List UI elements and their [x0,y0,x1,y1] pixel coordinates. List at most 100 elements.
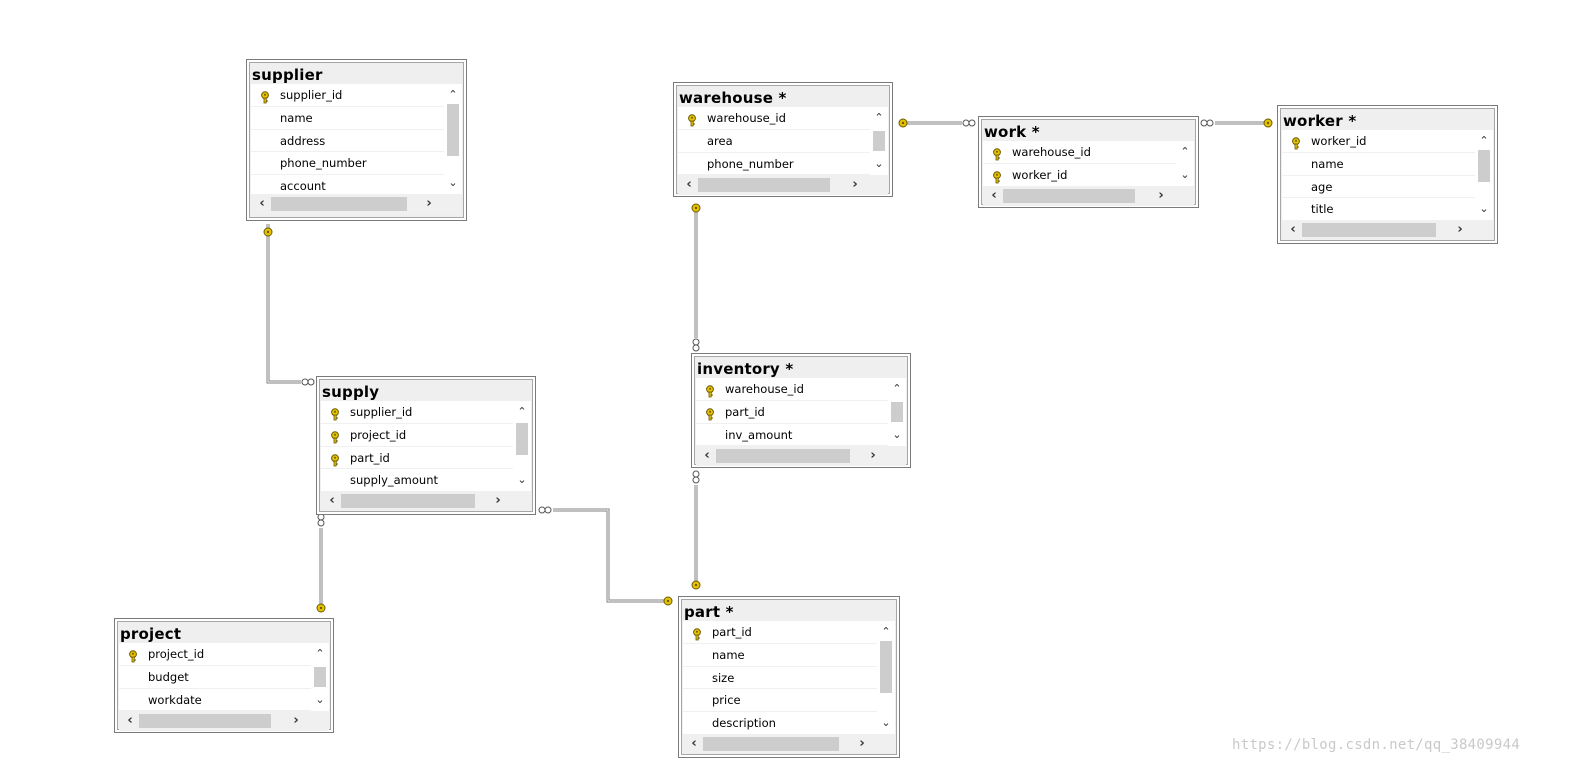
scroll-thumb[interactable] [516,423,528,455]
chevron-down-icon[interactable]: ⌄ [315,693,325,706]
column-row[interactable]: supply_amount [321,469,513,491]
vertical-scrollbar[interactable]: ⌃⌄ [877,621,895,734]
column-row[interactable]: worker_id [983,164,1176,186]
column-row[interactable]: project_id [321,424,513,447]
column-row[interactable]: name [683,644,877,667]
horizontal-scrollbar[interactable]: ‹› [321,491,531,511]
table-title[interactable]: supplier [252,66,323,84]
table-title[interactable]: inventory * [697,360,794,378]
scroll-thumb[interactable] [1478,150,1490,182]
column-row[interactable]: age [1282,176,1475,199]
column-row[interactable]: supplier_id [251,84,444,107]
chevron-right-icon[interactable]: › [495,493,501,508]
chevron-left-icon[interactable]: ‹ [329,493,335,508]
column-row[interactable]: price [683,689,877,713]
chevron-up-icon[interactable]: ⌃ [1180,145,1190,158]
chevron-down-icon[interactable]: ⌄ [517,473,527,486]
scroll-thumb[interactable] [698,178,830,192]
column-row[interactable]: workdate [119,689,311,711]
chevron-down-icon[interactable]: ⌄ [1180,168,1190,181]
chevron-right-icon[interactable]: › [1158,188,1164,203]
chevron-left-icon[interactable]: ‹ [991,188,997,203]
chevron-up-icon[interactable]: ⌃ [874,111,884,124]
vertical-scrollbar[interactable]: ⌃⌄ [513,401,531,491]
scroll-thumb[interactable] [891,402,903,422]
chevron-right-icon[interactable]: › [852,177,858,192]
column-row[interactable]: inv_amount [696,424,888,446]
chevron-left-icon[interactable]: ‹ [691,736,697,751]
scroll-thumb[interactable] [139,714,271,728]
chevron-down-icon[interactable]: ⌄ [1479,202,1489,215]
connector-supplier-supply[interactable] [266,224,301,384]
column-row[interactable]: account [251,175,444,194]
column-row[interactable]: title [1282,198,1475,220]
chevron-left-icon[interactable]: ‹ [127,713,133,728]
vertical-scrollbar[interactable]: ⌃⌄ [311,643,329,711]
chevron-left-icon[interactable]: ‹ [1290,222,1296,237]
chevron-left-icon[interactable]: ‹ [259,196,265,211]
column-row[interactable]: part_id [696,401,888,424]
chevron-right-icon[interactable]: › [870,448,876,463]
column-row[interactable]: warehouse_id [678,107,870,130]
chevron-up-icon[interactable]: ⌃ [315,647,325,660]
scroll-thumb[interactable] [447,104,459,156]
table-title[interactable]: part * [684,603,734,621]
chevron-down-icon[interactable]: ⌄ [874,157,884,170]
chevron-left-icon[interactable]: ‹ [686,177,692,192]
table-title[interactable]: project [120,625,182,643]
column-row[interactable]: name [251,107,444,130]
scroll-thumb[interactable] [703,737,839,751]
horizontal-scrollbar[interactable]: ‹› [983,186,1194,206]
horizontal-scrollbar[interactable]: ‹› [251,194,462,214]
scroll-thumb[interactable] [341,494,475,508]
column-row[interactable]: address [251,130,444,153]
chevron-down-icon[interactable]: ⌄ [448,176,458,189]
scroll-thumb[interactable] [271,197,407,211]
chevron-up-icon[interactable]: ⌃ [892,382,902,395]
column-row[interactable]: part_id [321,447,513,470]
vertical-scrollbar[interactable]: ⌃⌄ [1176,141,1194,186]
scroll-thumb[interactable] [873,131,885,151]
column-row[interactable]: area [678,130,870,153]
chevron-down-icon[interactable]: ⌄ [881,716,891,729]
chevron-right-icon[interactable]: › [426,196,432,211]
chevron-right-icon[interactable]: › [293,713,299,728]
scroll-thumb[interactable] [716,449,850,463]
chevron-down-icon[interactable]: ⌄ [892,428,902,441]
scroll-thumb[interactable] [880,641,892,693]
chevron-right-icon[interactable]: › [1457,222,1463,237]
column-row[interactable]: budget [119,666,311,689]
table-title[interactable]: warehouse * [679,89,787,107]
column-row[interactable]: size [683,667,877,690]
vertical-scrollbar[interactable]: ⌃⌄ [1475,130,1493,220]
column-row[interactable]: warehouse_id [983,141,1176,164]
horizontal-scrollbar[interactable]: ‹› [683,734,895,754]
horizontal-scrollbar[interactable]: ‹› [1282,220,1493,240]
chevron-up-icon[interactable]: ⌃ [1479,134,1489,147]
horizontal-scrollbar[interactable]: ‹› [678,175,888,195]
column-row[interactable]: name [1282,153,1475,176]
column-row[interactable]: phone_number [678,153,870,175]
table-title[interactable]: worker * [1283,112,1357,130]
chevron-left-icon[interactable]: ‹ [704,448,710,463]
column-row[interactable]: phone_number [251,152,444,176]
chevron-up-icon[interactable]: ⌃ [517,405,527,418]
table-title[interactable]: supply [322,383,380,401]
scroll-thumb[interactable] [314,667,326,687]
horizontal-scrollbar[interactable]: ‹› [119,711,329,731]
table-title[interactable]: work * [984,123,1040,141]
column-row[interactable]: supplier_id [321,401,513,424]
horizontal-scrollbar[interactable]: ‹› [696,446,906,466]
